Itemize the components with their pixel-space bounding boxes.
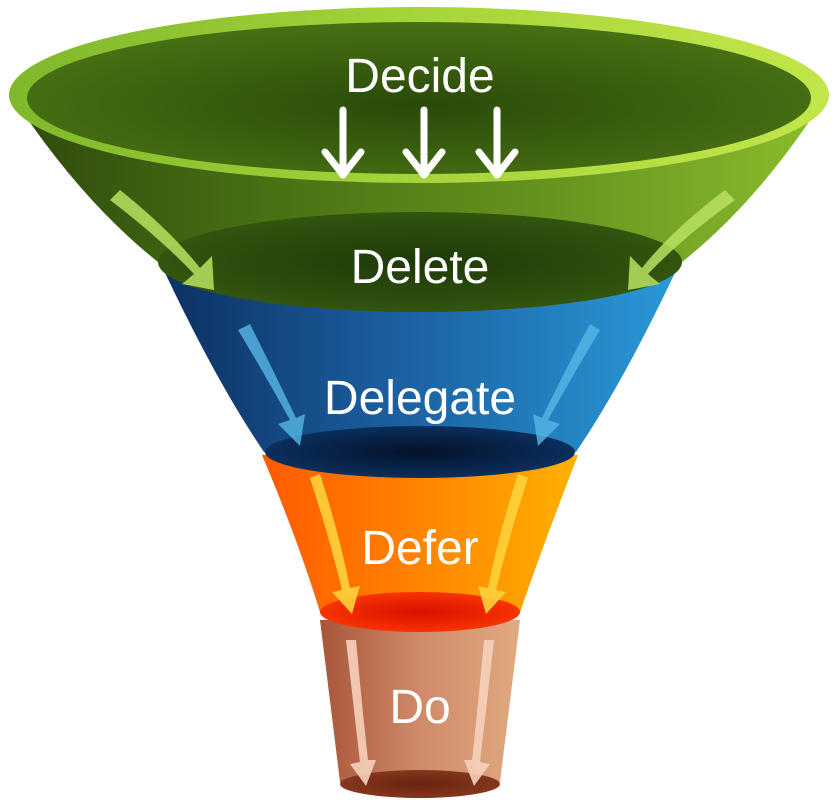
stage-label-defer: Defer [361,522,478,575]
side-arrows-orange [310,474,528,614]
down-arrow-icon [321,106,365,179]
down-arrows [321,106,519,179]
funnel-stage-do [320,620,520,798]
stage-label-delegate: Delegate [324,372,516,425]
down-arrow-icon [475,106,519,179]
stage-label-do: Do [389,681,450,734]
side-arrows-blue [238,324,600,446]
stage-label-delete: Delete [351,241,490,294]
funnel-stage-decide [9,7,829,183]
stage-label-decide: Decide [345,50,494,103]
down-arrow-icon [402,106,446,179]
side-arrows-do [346,640,494,786]
side-arrows [110,190,735,290]
